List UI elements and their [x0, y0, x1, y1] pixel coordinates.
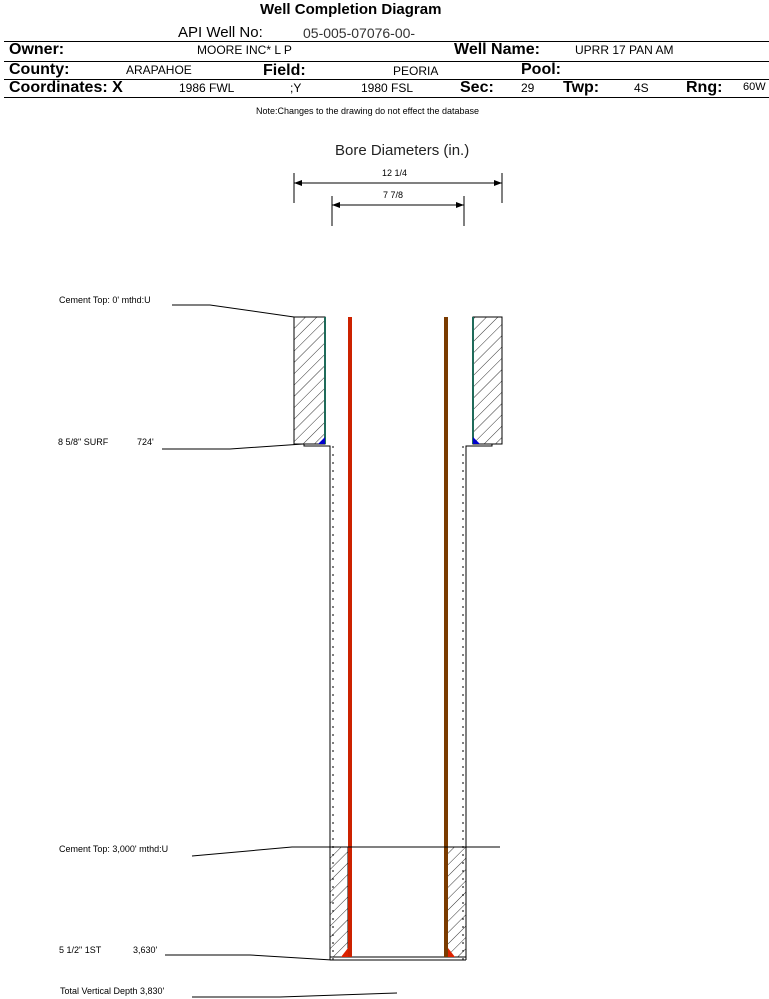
surface-casing-label: 8 5/8" SURF: [58, 437, 109, 447]
open-hole-left: [303, 444, 331, 960]
header-rule-3: [4, 79, 769, 80]
production-casing-depth: 3,630': [133, 945, 158, 955]
production-casing-label: 5 1/2" 1ST: [59, 945, 102, 955]
coordinates-label: Coordinates: X: [9, 79, 123, 96]
production-casing-right: [444, 317, 448, 957]
township-label: Twp:: [563, 79, 600, 96]
owner-value: MOORE INC* L P: [197, 43, 292, 57]
township-value: 4S: [634, 81, 649, 95]
leader-production-casing: [165, 954, 333, 961]
database-note: Note:Changes to the drawing do not effec…: [256, 106, 479, 116]
surface-shoe-right: [473, 437, 480, 444]
coordinate-x-value: 1986 FWL: [179, 81, 235, 95]
well-name-label: Well Name:: [454, 41, 540, 58]
section-label: Sec:: [460, 79, 494, 96]
county-value: ARAPAHOE: [126, 63, 192, 77]
diagram-title: Well Completion Diagram: [260, 1, 442, 18]
surface-cement-left: [293, 316, 326, 445]
header-rule-1: [4, 41, 769, 42]
range-value: 60W: [743, 81, 766, 93]
section-value: 29: [521, 81, 535, 95]
bore-diameter-surface: 12 1/4: [382, 168, 408, 178]
range-label: Rng:: [686, 79, 723, 96]
well-name-value: UPRR 17 PAN AM: [575, 43, 674, 57]
production-cement-left: [329, 846, 349, 958]
owner-label: Owner:: [9, 41, 65, 58]
surface-shoe-left: [318, 437, 325, 444]
coordinate-y-label: ;Y: [290, 81, 302, 95]
api-value: 05-005-07076-00-: [303, 25, 416, 41]
production-casing-left: [348, 317, 352, 957]
header-rule-2: [4, 61, 769, 62]
production-shoe-left: [341, 948, 348, 957]
surface-casing-depth: 724': [137, 437, 154, 447]
leader-surface-casing: [162, 443, 304, 450]
surface-cement-right: [472, 316, 503, 445]
total-depth-label: Total Vertical Depth 3,830': [60, 986, 165, 996]
field-value: PEORIA: [393, 64, 439, 78]
bore-diameters-title: Bore Diameters (in.): [335, 142, 470, 159]
county-label: County:: [9, 61, 70, 78]
bore-dimension-7-7-8: [331, 196, 465, 226]
header-rule-4: [4, 97, 769, 98]
cement-top-surface-label: Cement Top: 0' mthd:U: [59, 295, 151, 305]
leader-cement-top-surface: [172, 304, 295, 318]
bore-diameter-production: 7 7/8: [383, 190, 404, 200]
pool-label: Pool:: [521, 61, 561, 78]
coordinate-y-value: 1980 FSL: [361, 81, 414, 95]
production-shoe-right: [448, 948, 455, 957]
cement-top-production-label: Cement Top: 3,000' mthd:U: [59, 844, 169, 854]
field-label: Field:: [263, 62, 306, 79]
open-hole-right: [465, 444, 493, 960]
bore-dimension-12-1-4: [293, 173, 503, 203]
production-cement-right: [446, 846, 467, 958]
api-label: API Well No:: [178, 24, 263, 41]
leader-total-depth: [192, 992, 398, 998]
leader-cement-top-production: [191, 846, 500, 857]
